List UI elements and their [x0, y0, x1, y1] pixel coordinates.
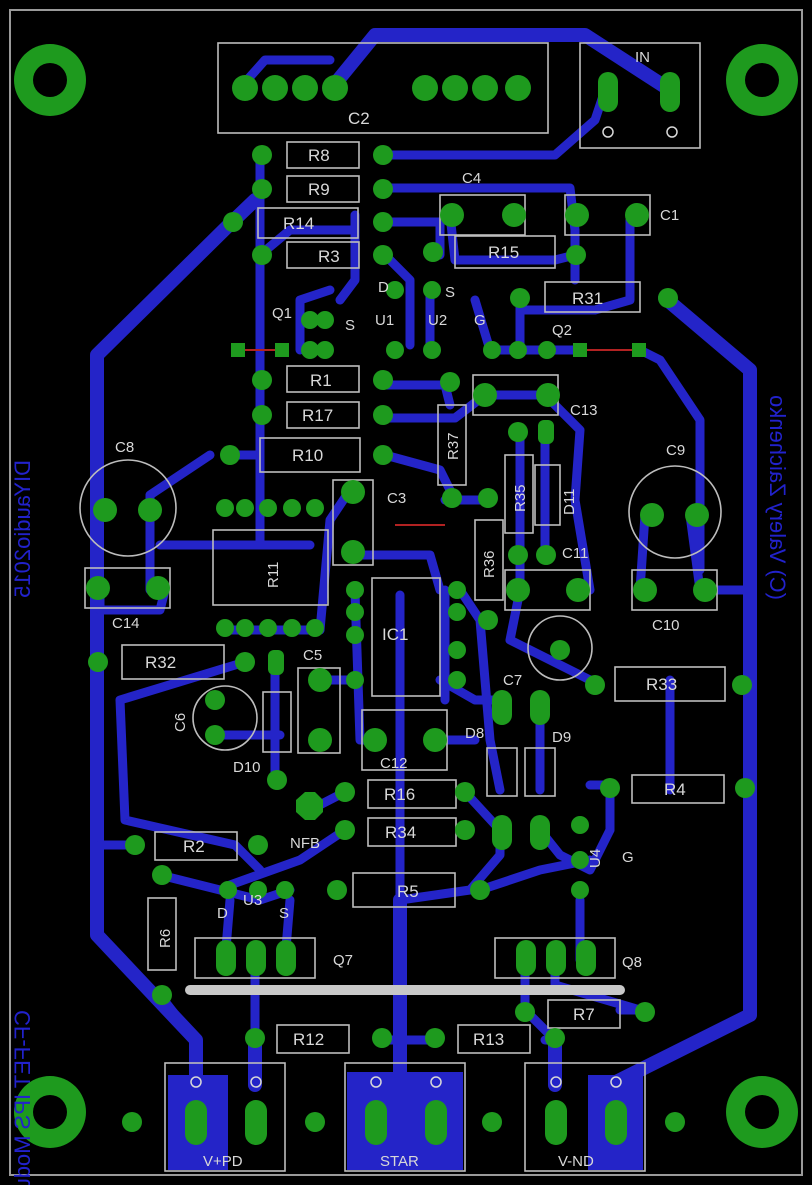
- component-outlines: [79, 42, 726, 1172]
- mounting-holes: [14, 44, 798, 1148]
- pin-s: S: [345, 317, 355, 334]
- pin-s-u3: S: [279, 905, 289, 922]
- label-r14: R14: [283, 214, 314, 233]
- pin-d: D: [378, 279, 389, 296]
- power-traces: [90, 28, 757, 1092]
- label-c4: C4: [462, 170, 481, 187]
- label-r37: R37: [445, 432, 462, 460]
- label-q7: Q7: [333, 952, 353, 969]
- label-r10: R10: [292, 446, 323, 465]
- label-r35: R35: [512, 484, 529, 512]
- label-q8: Q8: [622, 954, 642, 971]
- pin-g: G: [474, 312, 486, 329]
- pin-s2: S: [445, 284, 455, 301]
- label-c6: C6: [172, 713, 189, 732]
- label-vpd: V+PD: [203, 1153, 243, 1170]
- label-d10: D10: [233, 759, 261, 776]
- pin-g-u4: G: [622, 849, 634, 866]
- silk-labels: C2 IN R8 R9 R14 R3 C4 C1 R15 R31 Q1 U1 U…: [112, 49, 686, 1170]
- label-d11: D11: [561, 489, 578, 515]
- label-c13: C13: [570, 402, 598, 419]
- label-r34: R34: [385, 823, 416, 842]
- label-u1: U1: [375, 312, 394, 329]
- label-c7: C7: [503, 672, 522, 689]
- label-c2: C2: [348, 109, 370, 128]
- label-r5: R5: [397, 882, 419, 901]
- heatsink-bar: [185, 985, 625, 995]
- label-c14: C14: [112, 615, 140, 632]
- label-r15: R15: [488, 243, 519, 262]
- board-outline: [9, 9, 803, 1176]
- label-u2: U2: [428, 312, 447, 329]
- label-r4: R4: [664, 780, 686, 799]
- label-d9: D9: [552, 729, 571, 746]
- label-star: STAR: [380, 1153, 419, 1170]
- label-c5: C5: [303, 647, 322, 664]
- label-c10: C10: [652, 617, 680, 634]
- label-r36: R36: [481, 550, 498, 578]
- label-r11: R11: [265, 562, 282, 588]
- label-r8: R8: [308, 146, 330, 165]
- label-r7: R7: [573, 1005, 595, 1024]
- label-r12: R12: [293, 1030, 324, 1049]
- label-r9: R9: [308, 180, 330, 199]
- pin-d-u3: D: [217, 905, 228, 922]
- label-in: IN: [635, 49, 650, 66]
- author-text: (C) Valery Zaichenko: [765, 395, 790, 600]
- pads: [86, 72, 755, 1145]
- label-r31: R31: [572, 289, 603, 308]
- label-u4: U4: [587, 849, 604, 868]
- board-title: CF-FET IPS Module: [10, 1010, 35, 1185]
- label-r32: R32: [145, 653, 176, 672]
- label-r17: R17: [302, 406, 333, 425]
- label-r16: R16: [384, 785, 415, 804]
- label-c12: C12: [380, 755, 408, 772]
- label-r1: R1: [310, 371, 332, 390]
- label-r13: R13: [473, 1030, 504, 1049]
- label-c1: C1: [660, 207, 679, 224]
- label-u3: U3: [243, 892, 262, 909]
- label-nfb: NFB: [290, 835, 320, 852]
- label-c9: C9: [666, 442, 685, 459]
- label-c11: C11: [562, 545, 588, 562]
- brand-text: DIYaudio2015: [10, 460, 35, 598]
- label-r33: R33: [646, 675, 677, 694]
- label-r3: R3: [318, 247, 340, 266]
- label-d8: D8: [465, 725, 484, 742]
- label-q2: Q2: [552, 322, 572, 339]
- label-r6: R6: [157, 929, 174, 948]
- label-c3: C3: [387, 490, 406, 507]
- label-ic1: IC1: [382, 625, 408, 644]
- label-r2: R2: [183, 837, 205, 856]
- label-c8: C8: [115, 439, 134, 456]
- label-q1: Q1: [272, 305, 292, 322]
- side-text: DIYaudio2015 CF-FET IPS Module (C) Valer…: [10, 395, 790, 1185]
- label-vnd: V-ND: [558, 1153, 594, 1170]
- signal-traces: [95, 55, 755, 1045]
